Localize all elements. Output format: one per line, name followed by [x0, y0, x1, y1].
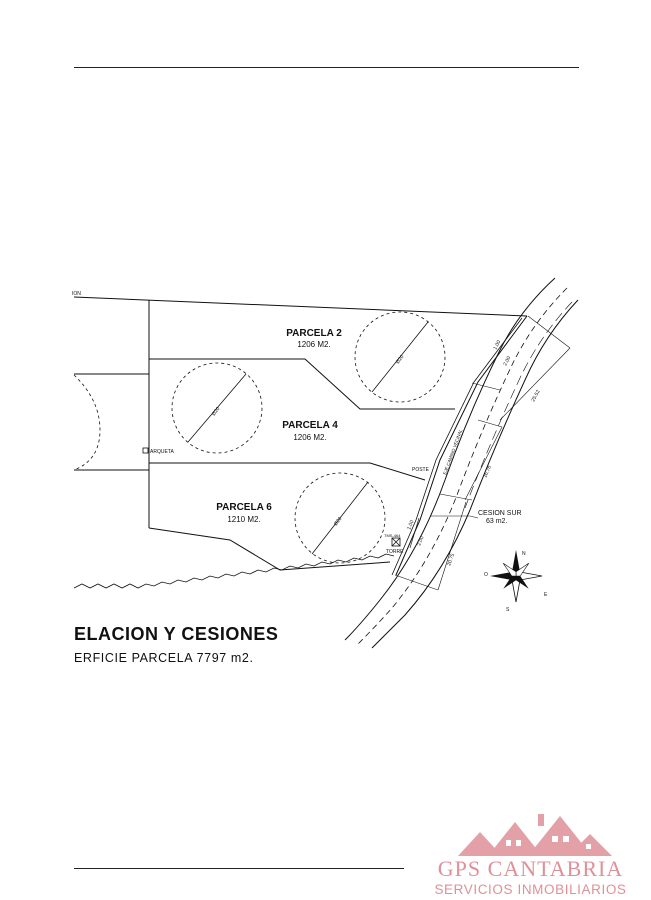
compass-s: S: [506, 607, 510, 613]
parcel-4-circle: [171, 362, 263, 454]
cesion-name: CESION SUR: [478, 510, 522, 517]
road-offset-line: [464, 301, 573, 509]
road-edge-west: [344, 277, 556, 641]
cesion-area: 63 m2.: [486, 518, 507, 525]
edge-label: ION: [72, 291, 81, 297]
road-edge-east: [371, 299, 579, 649]
circle-label: Ø20: [395, 354, 406, 365]
dimension-label: 1.00: [406, 519, 415, 530]
brand-name: GPS CANTABRIA: [437, 856, 624, 881]
parcel-4-6-divider: [149, 462, 426, 481]
south-boundary: [148, 527, 391, 571]
dimension-label: 25.52: [530, 389, 541, 403]
parcel-plan: ION PARCELA 2 1206 M2. PARCELA 4 1206 M2…: [72, 277, 579, 665]
parcel-2-area: 1206 M2.: [297, 340, 330, 349]
circle-label: Ø20: [211, 406, 222, 417]
compass-n: N: [522, 551, 526, 557]
brand-logo: GPS CANTABRIA SERVICIOS INMOBILIARIOS: [418, 810, 643, 897]
compass-rose-icon: [490, 550, 543, 603]
parcel-4-name: PARCELA 4: [282, 420, 338, 431]
poste-label: POSTE: [412, 467, 430, 473]
dimension-label: 2.00: [502, 355, 512, 367]
east-boundary: [395, 315, 528, 576]
arqueta-marker: [142, 447, 149, 454]
tower-marker: [391, 537, 401, 547]
terrain-line: [73, 553, 395, 589]
circle-label: Ø20: [333, 516, 344, 527]
plan-title: ELACION Y CESIONES: [74, 624, 278, 644]
parcel-6-area: 1210 M2.: [227, 515, 260, 524]
compass-e: E: [544, 592, 548, 598]
compass-w: O: [484, 572, 488, 578]
plan-subtitle: ERFICIE PARCELA 7797 m2.: [74, 651, 254, 665]
road-axis-label: EJE CAMINO VECINAL: [442, 428, 463, 475]
brand-tagline: SERVICIOS INMOBILIARIOS: [434, 882, 627, 897]
houses-logo-icon: [458, 814, 612, 856]
parcel-2-circle: [354, 311, 446, 403]
top-rule: [74, 67, 579, 68]
parcel-2-name: PARCELA 2: [286, 328, 342, 339]
dimension-label: 1.00: [492, 339, 502, 351]
left-partial-circle: [73, 374, 101, 471]
parcel-2-4-divider: [149, 358, 455, 410]
arqueta-label: ARQUETA: [150, 449, 174, 455]
parcel-6-name: PARCELA 6: [216, 502, 272, 513]
east-boundary-inner: [391, 317, 523, 576]
dimension-label: 16.78: [482, 465, 493, 479]
bottom-rule: [74, 868, 404, 869]
top-boundary: [73, 296, 528, 317]
parcel-6-circle: [294, 472, 386, 564]
marker-label: TMS-464: [384, 533, 401, 538]
parcel-4-area: 1206 M2.: [293, 433, 326, 442]
dimension-label: 20.75: [446, 553, 456, 567]
torre-label: TORRE: [386, 549, 404, 555]
road-axis: [357, 287, 568, 645]
dimension-label: 2.00: [416, 535, 425, 546]
